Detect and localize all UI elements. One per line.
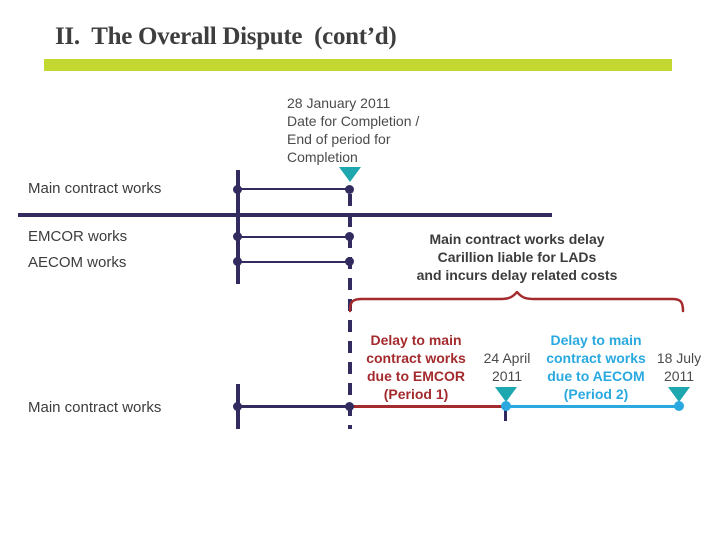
aecom-bar: [238, 261, 350, 263]
endpoint-dot: [345, 257, 354, 266]
period1-date-line: 24 April: [483, 350, 531, 366]
period2-date: 18 July 2011: [642, 349, 716, 385]
period2-note-line: Delay to main: [550, 332, 642, 348]
endpoint-dot: [345, 185, 354, 194]
period1-note-line: Delay to main: [370, 332, 462, 348]
period1-date-line: 2011: [491, 368, 523, 384]
endpoint-dot: [345, 402, 354, 411]
section-divider-line: [18, 213, 552, 217]
period2-delay-bar: [506, 405, 679, 408]
completion-note-line: End of period for: [287, 131, 391, 147]
period1-date: 24 April 2011: [470, 349, 544, 385]
main-contract-bottom-bar: [238, 405, 351, 408]
completion-note: 28 January 2011 Date for Completion / En…: [287, 94, 419, 166]
period2-note-line: (Period 2): [563, 386, 629, 402]
completion-milestone-triangle-icon: [339, 167, 361, 182]
period1-note-line: (Period 1): [383, 386, 449, 402]
main-contract-top-bar: [238, 188, 350, 190]
period2-date-line: 2011: [663, 368, 695, 384]
completion-note-line: Date for Completion /: [287, 113, 420, 129]
period2-end-milestone-triangle-icon: [668, 387, 690, 402]
title-accent-bar: [44, 59, 672, 71]
period1-note: Delay to main contract works due to EMCO…: [351, 331, 481, 403]
completion-note-line: 28 January 2011: [287, 95, 391, 111]
endpoint-dot: [233, 185, 242, 194]
period1-endpoint-dot: [501, 401, 511, 411]
emcor-bar: [238, 236, 350, 238]
period2-note-line: due to AECOM: [547, 368, 645, 384]
period2-note: Delay to main contract works due to AECO…: [531, 331, 661, 403]
period1-note-line: contract works: [366, 350, 466, 366]
period1-end-tick: [504, 409, 507, 421]
delay-note-line: Main contract works delay: [429, 231, 605, 247]
row-label-main-contract-bottom: Main contract works: [28, 399, 162, 416]
period2-endpoint-dot: [674, 401, 684, 411]
delay-note-line: and incurs delay related costs: [416, 267, 618, 283]
completion-note-line: Completion: [287, 149, 358, 165]
endpoint-dot: [345, 232, 354, 241]
endpoint-dot: [233, 402, 242, 411]
row-label-aecom: AECOM works: [28, 254, 127, 271]
delay-note: Main contract works delay Carillion liab…: [386, 230, 648, 284]
period2-note-line: contract works: [546, 350, 646, 366]
start-axis-line-top: [236, 170, 240, 284]
row-label-emcor: EMCOR works: [28, 228, 128, 245]
period1-note-line: due to EMCOR: [367, 368, 465, 384]
period1-end-milestone-triangle-icon: [495, 387, 517, 402]
period1-delay-bar: [351, 405, 506, 408]
period2-date-line: 18 July: [656, 350, 702, 366]
row-label-main-contract-top: Main contract works: [28, 180, 162, 197]
delay-brace-icon: [349, 291, 685, 313]
endpoint-dot: [233, 257, 242, 266]
page-title: II. The Overall Dispute (cont’d): [55, 23, 397, 50]
endpoint-dot: [233, 232, 242, 241]
delay-note-line: Carillion liable for LADs: [437, 249, 597, 265]
